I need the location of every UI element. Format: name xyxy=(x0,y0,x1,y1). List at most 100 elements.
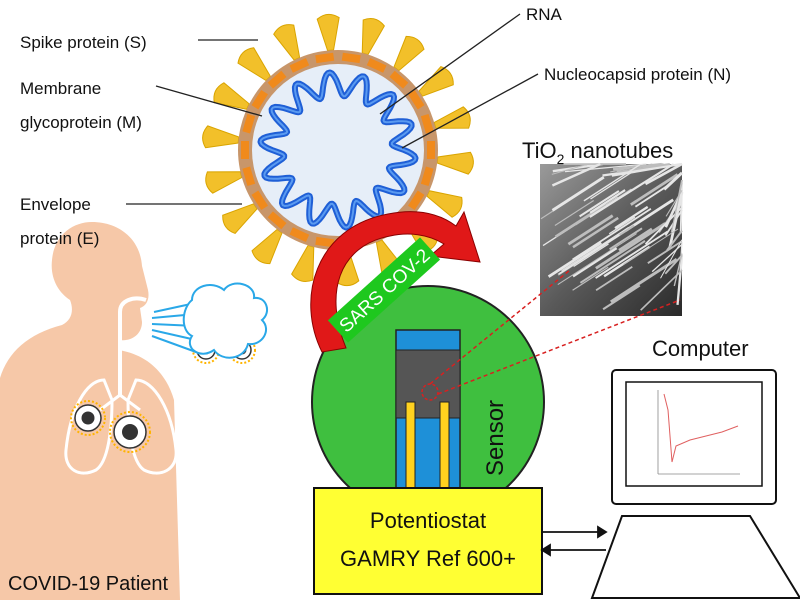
zoom-lines xyxy=(429,269,681,395)
virus-particle xyxy=(70,400,106,436)
nanotube xyxy=(551,163,589,175)
left-lung xyxy=(64,378,114,475)
computer-label: Computer xyxy=(652,336,749,361)
nanotube xyxy=(664,254,683,275)
patient-label: COVID-19 Patient xyxy=(8,573,169,595)
exhaled-streams xyxy=(151,301,201,353)
spike-protein xyxy=(426,190,463,218)
virus-particle xyxy=(109,411,151,453)
spike-protein-label: Spike protein (S) xyxy=(20,33,147,52)
membrane-protein xyxy=(408,190,425,211)
spike-protein xyxy=(237,47,271,82)
membrane-protein xyxy=(408,89,425,110)
nanotube xyxy=(595,230,669,279)
nanotube xyxy=(551,175,605,212)
nanotube xyxy=(572,208,652,261)
nanotube xyxy=(665,190,683,217)
nanotubes-label: TiO2 nanotubes xyxy=(522,138,673,167)
nanotube xyxy=(547,241,602,278)
membrane-protein xyxy=(289,227,310,242)
membrane-protein xyxy=(427,141,435,159)
nanotube xyxy=(589,189,626,214)
leader-lines xyxy=(126,13,539,205)
membrane-protein xyxy=(389,70,409,89)
spike-protein xyxy=(222,203,258,235)
spike-protein xyxy=(418,65,454,97)
nanotube xyxy=(623,228,679,265)
nanotube xyxy=(572,216,619,249)
spike-protein xyxy=(202,125,240,149)
nanotube xyxy=(644,162,683,186)
nanotube xyxy=(579,190,620,218)
potentiostat-label-line1: Potentiostat xyxy=(370,508,486,533)
nanotube xyxy=(589,163,675,218)
membrane-protein xyxy=(366,58,387,73)
envelope-label-line1: Envelope xyxy=(20,195,91,214)
nanotube xyxy=(572,247,618,278)
nanotube xyxy=(590,170,634,200)
spike-protein xyxy=(273,24,301,61)
spike-protein xyxy=(436,151,474,175)
spike-protein xyxy=(213,82,250,110)
nanotube xyxy=(579,240,646,284)
envelope-label-line2: protein (E) xyxy=(20,229,99,248)
monitor-plot xyxy=(657,390,740,475)
nanotube xyxy=(647,240,682,264)
nanotube xyxy=(554,203,607,238)
patient-bronchi xyxy=(99,393,141,412)
membrane-protein xyxy=(315,52,335,64)
membrane-protein xyxy=(242,166,256,186)
nanotube xyxy=(666,229,683,252)
rna-highlight xyxy=(259,71,417,229)
nanotube xyxy=(614,205,649,230)
nanotube xyxy=(595,266,633,291)
nanotube xyxy=(583,163,641,202)
membrane-protein xyxy=(267,70,287,89)
spike-protein xyxy=(433,106,471,129)
membrane-protein xyxy=(420,166,434,186)
nanotube xyxy=(608,216,636,235)
computer-keyboard xyxy=(590,515,800,599)
membrane-protein xyxy=(289,58,310,73)
nanotube xyxy=(673,253,683,287)
membrane-protein xyxy=(241,141,249,159)
spike-protein xyxy=(316,13,340,52)
membrane-protein xyxy=(341,52,361,64)
nanotube xyxy=(630,173,679,206)
spike-protein xyxy=(251,228,283,265)
nanotube xyxy=(551,162,601,187)
nanotube xyxy=(618,227,653,252)
viral-core xyxy=(252,64,424,236)
nanotube xyxy=(572,266,609,291)
membrane-label-line2: glycoprotein (M) xyxy=(20,113,142,132)
exhaled-cloud xyxy=(182,282,269,359)
sensor-electrode xyxy=(395,329,461,491)
data-arrows xyxy=(540,525,608,557)
nanotube xyxy=(554,200,594,226)
patient-trachea xyxy=(118,296,147,395)
nanotube xyxy=(583,237,614,259)
membrane-protein xyxy=(420,114,434,134)
nanotube xyxy=(640,269,683,311)
nanotube xyxy=(552,162,603,173)
sensor-label: Sensor xyxy=(482,400,509,476)
coronavirus-model xyxy=(202,13,474,287)
membrane-label-line1: Membrane xyxy=(20,79,101,98)
infection-arrow xyxy=(310,210,481,353)
membrane-protein xyxy=(315,236,335,248)
nanotube xyxy=(595,222,667,270)
nucleocapsid-label: Nucleocapsid protein (N) xyxy=(544,65,731,84)
nanotube xyxy=(602,284,641,311)
nanotube xyxy=(610,257,678,304)
nanotube xyxy=(564,163,647,173)
nanotube xyxy=(557,233,637,286)
rna-label: RNA xyxy=(526,5,563,24)
nanotube xyxy=(670,182,683,233)
membrane-protein xyxy=(251,89,268,110)
nanotube xyxy=(572,242,609,267)
nanotube xyxy=(609,227,643,250)
nanotube xyxy=(660,239,683,279)
sem-image xyxy=(540,162,684,316)
nanotube xyxy=(668,191,684,248)
